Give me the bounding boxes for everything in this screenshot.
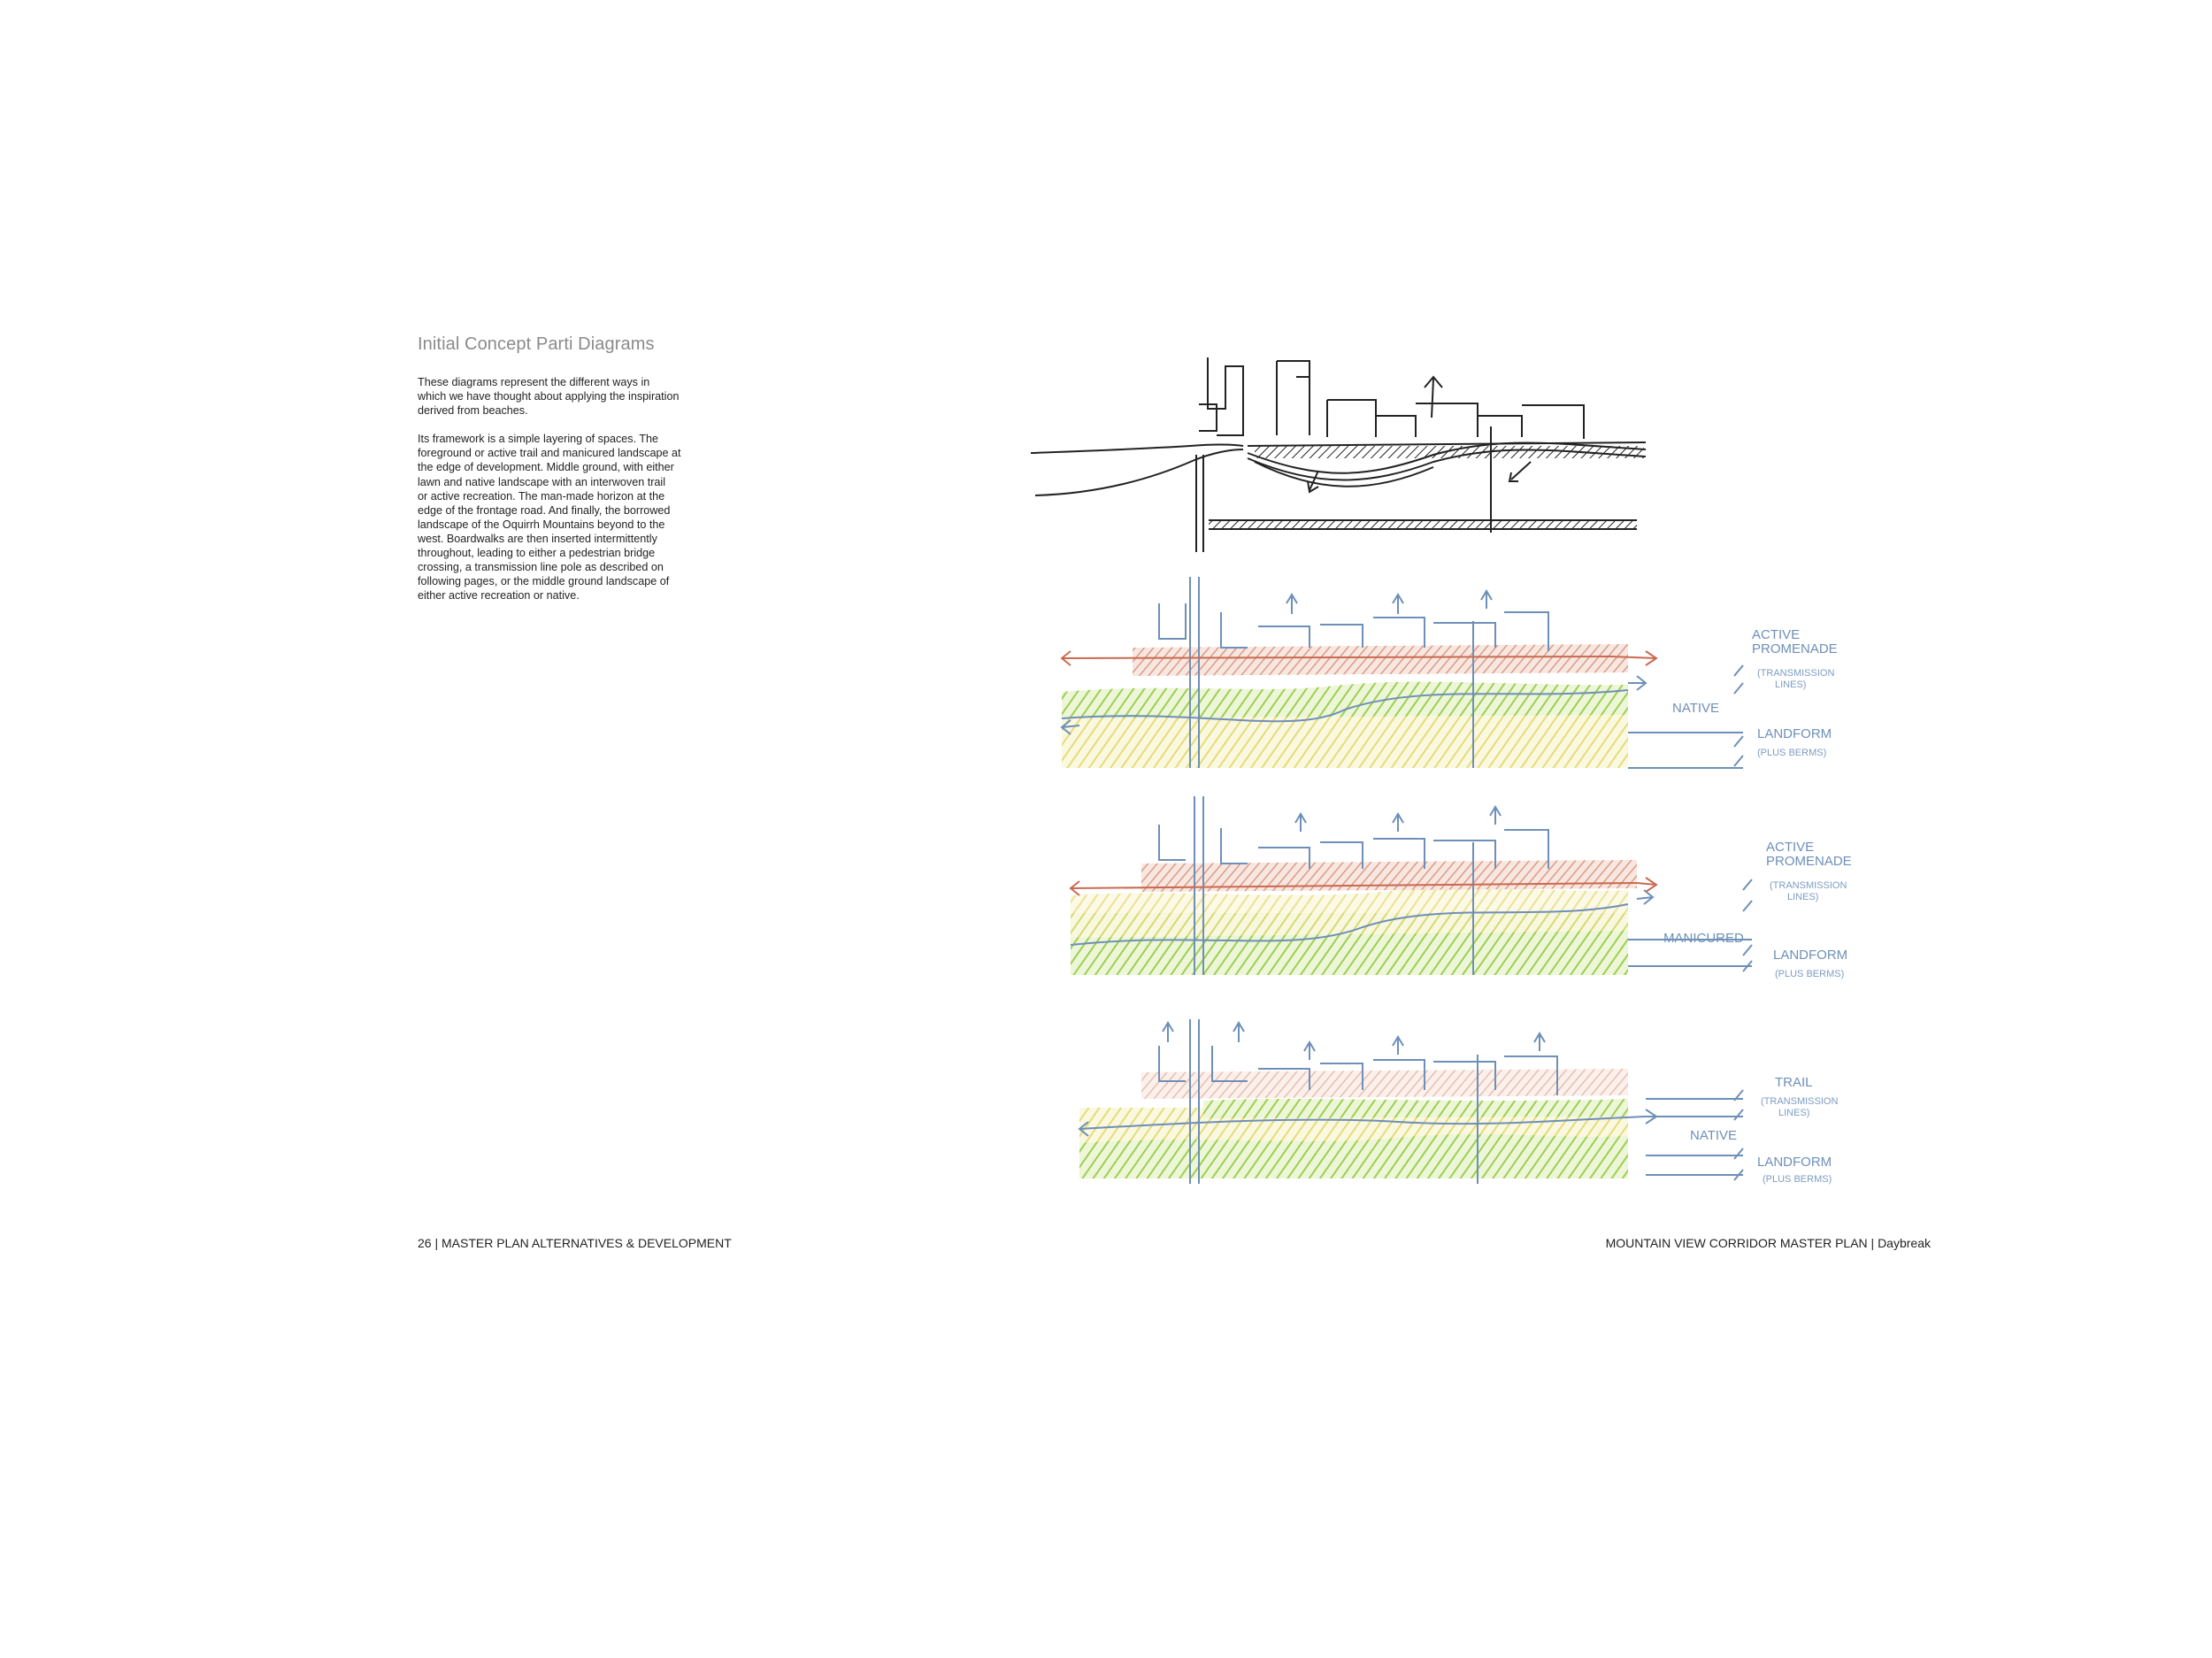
d1-bottom-label: LANDFORM (1757, 726, 1832, 741)
d1-mid-label: NATIVE (1672, 701, 1719, 716)
d3-bottom-sub-label: (PLUS BERMS) (1763, 1174, 1832, 1185)
d2-bottom-label: LANDFORM (1773, 948, 1847, 963)
footer-right: MOUNTAIN VIEW CORRIDOR MASTER PLAN | Day… (1605, 1236, 1931, 1250)
framework-paragraph: Its framework is a simple layering of sp… (418, 433, 681, 603)
d1-bottom-sub-label: (PLUS BERMS) (1757, 748, 1826, 758)
intro-paragraph: These diagrams represent the different w… (418, 376, 680, 418)
d2-mid-label: MANICURED (1663, 931, 1744, 946)
page-title: Initial Concept Parti Diagrams (418, 334, 655, 354)
footer-left: 26 | MASTER PLAN ALTERNATIVES & DEVELOPM… (418, 1236, 732, 1250)
d2-bottom-sub-label: (PLUS BERMS) (1775, 969, 1844, 979)
d3-bottom-label: LANDFORM (1757, 1155, 1832, 1170)
body-text: These diagrams represent the different w… (418, 375, 718, 617)
d3-top-label: TRAIL (1775, 1075, 1813, 1090)
section-sketch-black (1030, 357, 1647, 552)
d3-mid-label: NATIVE (1690, 1128, 1737, 1143)
